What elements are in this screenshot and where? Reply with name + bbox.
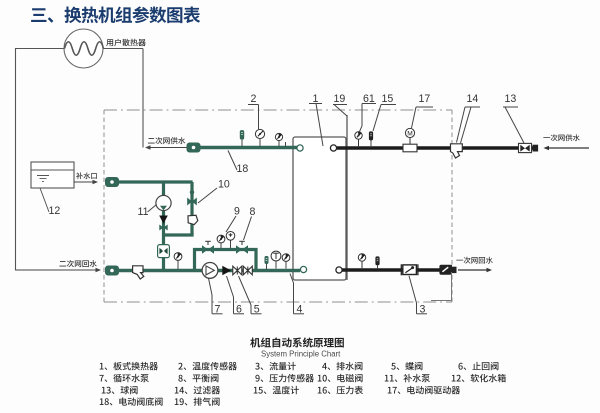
svg-text:61: 61	[363, 93, 375, 105]
svg-text:14: 14	[467, 93, 479, 105]
svg-text:4: 4	[297, 303, 303, 315]
svg-text:6: 6	[236, 303, 242, 315]
svg-text:System Principle Chart: System Principle Chart	[261, 350, 341, 359]
svg-text:11: 11	[138, 206, 149, 218]
svg-text:18: 18	[237, 163, 249, 175]
svg-text:9: 9	[234, 206, 240, 218]
svg-text:13: 13	[505, 93, 517, 105]
svg-text:15: 15	[382, 93, 394, 105]
svg-text:7: 7	[215, 303, 221, 315]
svg-text:19: 19	[334, 93, 346, 105]
svg-text:1: 1	[313, 93, 319, 105]
svg-text:12: 12	[49, 205, 61, 217]
svg-text:17: 17	[419, 93, 431, 105]
svg-text:3: 3	[420, 303, 426, 315]
svg-text:10: 10	[218, 179, 230, 191]
svg-text:M: M	[407, 131, 413, 138]
svg-text:8: 8	[250, 206, 256, 218]
svg-text:2: 2	[251, 93, 257, 105]
svg-text:5: 5	[254, 303, 260, 315]
